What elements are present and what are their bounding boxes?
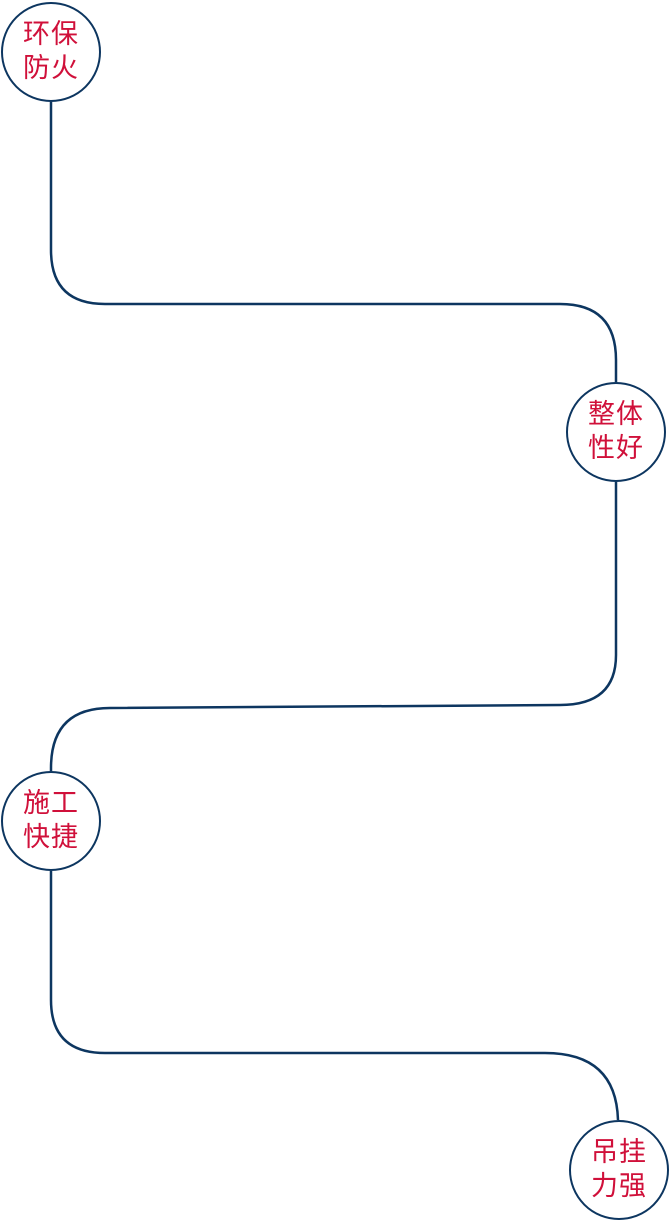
feature-node-integrity: 整体 性好 [566,382,666,482]
node-label-line1: 吊挂 [591,1137,647,1168]
node-label-line1: 整体 [588,399,644,430]
node-label-line1: 环保 [23,19,79,50]
node-label-line2: 力强 [591,1171,647,1202]
connector-segment-1 [49,102,618,382]
node-label-line2: 性好 [588,433,644,464]
connector-segment-3 [49,871,620,1121]
connector-segment-2 [49,482,618,771]
node-label-line2: 快捷 [23,822,79,853]
node-label-line2: 防火 [23,53,79,84]
feature-node-eco-fireproof: 环保 防火 [1,2,101,102]
feature-node-strong-hanging: 吊挂 力强 [569,1120,669,1220]
node-label-line1: 施工 [23,788,79,819]
feature-node-fast-construction: 施工 快捷 [1,771,101,871]
